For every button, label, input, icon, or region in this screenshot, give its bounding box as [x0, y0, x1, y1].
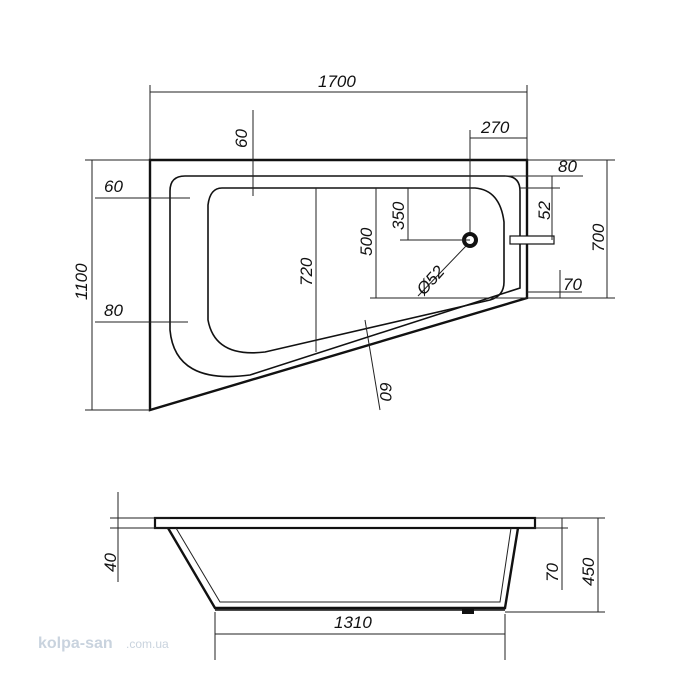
drain-outlet-icon: [462, 609, 474, 614]
side-rim: [153, 516, 537, 530]
dim-side-depth: 70: [543, 563, 562, 582]
dim-inner-width: 720: [297, 257, 316, 286]
dim-rim-top: 60: [232, 129, 251, 148]
dim-overflow-offset: 70: [563, 275, 582, 294]
plan-inner-rim: [169, 175, 521, 378]
dim-inner-depth: 500: [357, 227, 376, 256]
plan-view: [148, 158, 555, 412]
dim-total-height: 1100: [72, 263, 91, 300]
dim-drain-offset: 270: [480, 118, 510, 137]
dim-side-height: 450: [579, 557, 598, 586]
side-body-outline: [166, 527, 520, 610]
dim-right-height: 700: [589, 223, 608, 252]
side-body-inner: [175, 527, 512, 603]
dim-left-rim: 60: [104, 177, 123, 196]
side-dimension-lines: [110, 492, 605, 660]
watermark-brand: kolpa-san: [38, 635, 113, 652]
dim-lower-rim: 80: [104, 301, 123, 320]
side-view: [153, 516, 537, 614]
dim-angle-rim: 60: [376, 382, 395, 401]
plan-dimension-lines: [85, 85, 615, 411]
dim-bottom-length: 1310: [334, 613, 372, 632]
dim-drain-depth: 350: [389, 201, 408, 230]
plan-basin-outline: [207, 187, 505, 354]
watermark-domain: .com.ua: [126, 637, 169, 651]
dim-right-rim: 80: [558, 157, 577, 176]
dim-top-width: 1700: [318, 72, 356, 91]
overflow-fitting-icon: [509, 235, 555, 245]
dim-drain-diameter: Ø52: [412, 262, 449, 300]
dim-side-rim: 40: [101, 553, 120, 572]
dim-overflow-height: 52: [535, 201, 554, 220]
